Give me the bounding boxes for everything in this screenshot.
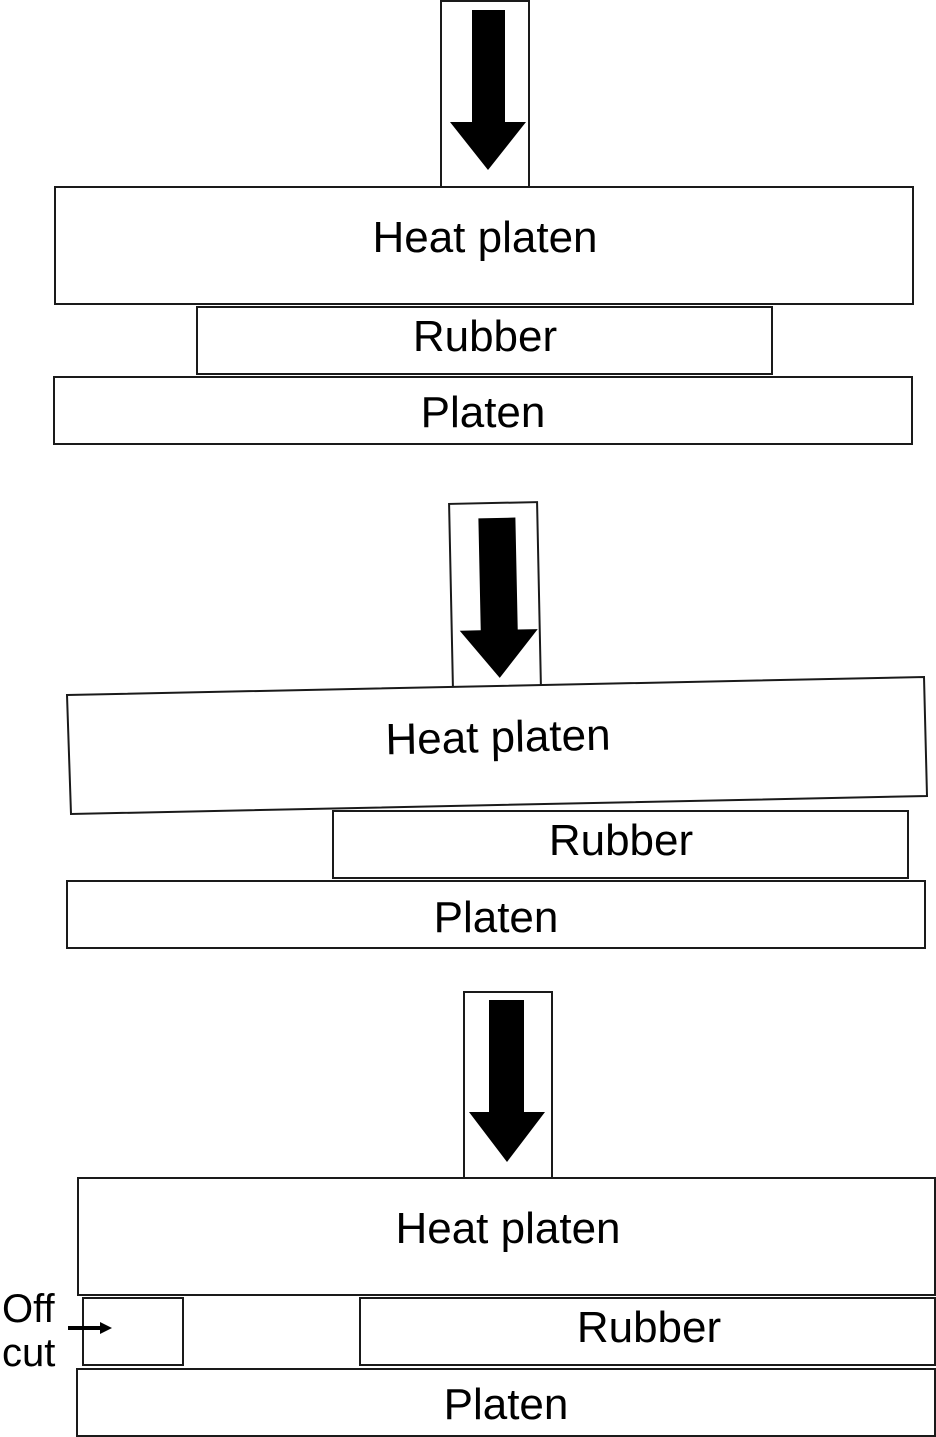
down-arrow-icon [459,517,538,678]
down-arrow-icon [450,10,526,170]
rubber [196,306,773,375]
platen [66,880,926,949]
panel-2: Heat platen Rubber Platen [65,501,929,949]
heat-platen [77,1177,936,1296]
rubber-label: Rubber [549,816,693,865]
panel-1: Heat platen Rubber Platen [53,0,914,445]
offcut-label-line2: cut [2,1331,55,1375]
rubber-label: Rubber [577,1303,721,1352]
heat-platen-label: Heat platen [372,213,597,262]
right-arrow-icon [68,1322,112,1334]
rubber [359,1297,936,1366]
down-arrow-icon [469,1000,545,1162]
heat-platen-label: Heat platen [395,1204,620,1253]
offcut-label-line1: Off [2,1287,56,1331]
panel-3: Heat platen Rubber Platen Off cut [2,991,936,1437]
offcut-piece [82,1297,184,1366]
platen-label: Platen [444,1380,569,1429]
platen [76,1368,936,1437]
press-ram-tilted [448,501,542,691]
platen-label: Platen [421,388,546,437]
heat-platen-tilted [65,675,929,816]
rubber-label: Rubber [413,312,557,361]
platen [53,376,913,445]
heat-platen-label: Heat platen [385,711,611,765]
heat-platen [54,186,914,305]
rubber [332,810,909,879]
platen-label: Platen [434,893,559,942]
